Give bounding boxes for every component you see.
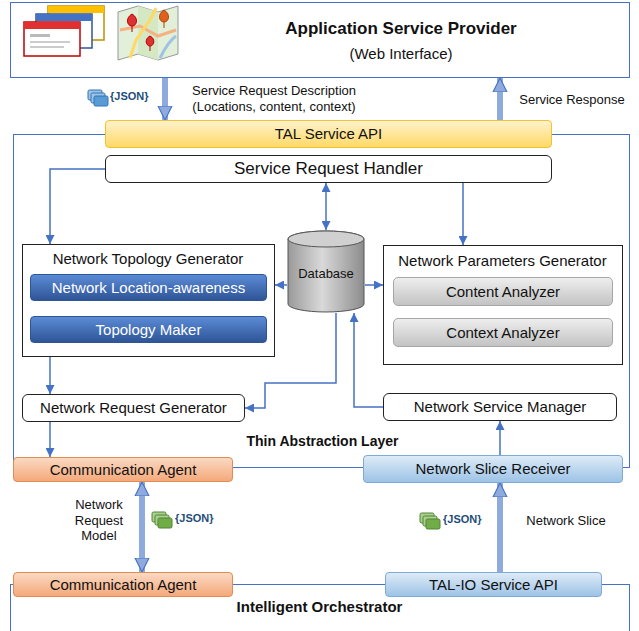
- node-label: Database: [298, 267, 354, 282]
- node-label: Thin Abstraction Layer: [164, 433, 481, 449]
- flow-arrow: [275, 284, 287, 286]
- module-box: Network Parameters GeneratorContent Anal…: [383, 245, 623, 365]
- browser-line: [30, 46, 64, 48]
- edge-label: Network Request Model: [64, 497, 134, 544]
- flow-arrow: [365, 284, 383, 286]
- json-file-icon: [420, 513, 440, 529]
- browser-window: [24, 22, 80, 56]
- function-box: Network Location-awareness: [30, 274, 267, 301]
- map-pin: [146, 36, 154, 51]
- flow-arrow: [49, 422, 51, 457]
- flow-arrow: [49, 357, 51, 394]
- function-box: Topology Maker: [30, 316, 267, 343]
- edge-label: Network Slice: [516, 513, 616, 529]
- agent-box: Communication Agent: [13, 572, 233, 597]
- function-box: Content Analyzer: [393, 277, 613, 306]
- web-browser-icon: [24, 6, 104, 56]
- edge-label: Service Response: [511, 92, 633, 108]
- process-box: Service Request Handler: [105, 155, 552, 183]
- node-label: Topology Maker: [96, 321, 202, 338]
- node-label: Content Analyzer: [446, 283, 560, 300]
- flow-arrow: [50, 169, 105, 244]
- database-cylinder: Database: [287, 230, 365, 313]
- cylinder-top: [288, 231, 364, 247]
- node-label: Intelligent Orchestrator: [11, 598, 628, 615]
- node-label: Communication Agent: [50, 576, 197, 593]
- node-label: Context Analyzer: [446, 324, 559, 341]
- agent-box: Communication Agent: [13, 457, 233, 482]
- node-label: Network Location-awareness: [52, 279, 245, 296]
- cylinder-body: [288, 231, 364, 312]
- function-box: Context Analyzer: [393, 318, 613, 347]
- node-label: Network Slice Receiver: [415, 460, 570, 477]
- browser-line: [30, 41, 70, 43]
- flow-arrow: [499, 421, 501, 455]
- orchestrator-frame: Intelligent OrchestratorCommunication Ag…: [10, 584, 630, 631]
- module-box: Network Topology GeneratorNetwork Locati…: [22, 244, 275, 357]
- interface-arrow: [139, 482, 145, 572]
- flow-arrow: [325, 183, 327, 230]
- node-label: Network Request Generator: [40, 399, 227, 416]
- file-sheet: [426, 519, 440, 529]
- node-label: TAL Service API: [275, 125, 383, 142]
- api-band: TAL Service API: [105, 120, 552, 148]
- json-file-icon: [88, 90, 108, 106]
- browser-bar: [24, 22, 80, 29]
- node-label: Service Request Handler: [234, 159, 423, 179]
- browser-bar: [36, 14, 92, 21]
- json-file-icon: [152, 512, 172, 528]
- process-box: Network Request Generator: [22, 394, 245, 422]
- receiver-box: Network Slice Receiver: [363, 455, 623, 483]
- node-label: Application Service Provider: [246, 19, 556, 39]
- interface-arrow: [497, 483, 503, 572]
- node-label: Network Topology Generator: [23, 250, 273, 267]
- file-sheet: [94, 96, 108, 106]
- map-pin: [159, 10, 168, 28]
- node-label: Network Parameters Generator: [384, 252, 621, 269]
- layer-frame: Thin Abstraction LayerTAL Service APISer…: [13, 134, 630, 468]
- flow-arrow: [462, 183, 464, 245]
- map-pin: [127, 14, 136, 32]
- interface-arrow: [497, 78, 503, 120]
- node-label: (Web Interface): [246, 45, 556, 62]
- node-label: Communication Agent: [50, 461, 197, 478]
- node-label: Network Service Manager: [414, 398, 587, 415]
- format-tag: {JSON}: [110, 90, 149, 102]
- map-river: [160, 36, 176, 58]
- interface-arrow: [162, 78, 168, 120]
- format-tag: {JSON}: [443, 513, 482, 525]
- file-sheet: [158, 518, 172, 528]
- node-label: TAL-IO Service API: [429, 576, 558, 593]
- provider-panel: Application Service Provider (Web Interfa…: [10, 2, 630, 78]
- flow-arrow: [354, 313, 383, 407]
- api-box: TAL-IO Service API: [385, 572, 602, 597]
- map-sheet: [118, 6, 178, 60]
- format-tag: {JSON}: [175, 512, 214, 524]
- browser-bar: [48, 6, 104, 13]
- edge-label: Service Request Description (Locations, …: [176, 83, 372, 114]
- process-box: Network Service Manager: [383, 393, 617, 421]
- browser-line: [30, 34, 50, 37]
- map-icon: [118, 6, 178, 60]
- map-road: [120, 26, 176, 36]
